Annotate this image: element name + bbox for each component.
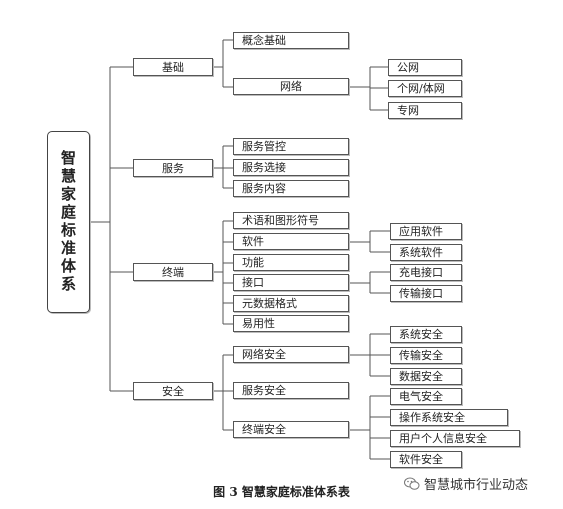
node-usability: 易用性 (233, 315, 349, 332)
node-interface: 接口 (233, 274, 349, 291)
node-personal-info-security: 用户个人信息安全 (390, 430, 520, 447)
node-terms: 术语和图形符号 (233, 212, 349, 229)
branch-basic: 基础 (133, 58, 213, 76)
branch-service: 服务 (133, 159, 213, 177)
node-app-software: 应用软件 (390, 223, 462, 240)
node-service-content: 服务内容 (233, 180, 349, 197)
branch-terminal: 终端 (133, 263, 213, 281)
node-function: 功能 (233, 254, 349, 271)
node-private-net: 专网 (388, 102, 462, 119)
node-system-software: 系统软件 (390, 244, 462, 261)
node-software-security: 软件安全 (390, 451, 462, 468)
node-software: 软件 (233, 233, 349, 250)
node-terminal-security: 终端安全 (233, 421, 349, 438)
node-metadata-format: 元数据格式 (233, 295, 349, 312)
node-electrical-security: 电气安全 (390, 388, 462, 405)
node-transfer-interface: 传输接口 (390, 285, 462, 302)
node-os-security: 操作系统安全 (390, 409, 508, 426)
node-transmission-security: 传输安全 (390, 347, 462, 364)
watermark-text: 智慧城市行业动态 (424, 478, 529, 493)
node-concept: 概念基础 (233, 32, 349, 49)
branch-security: 安全 (133, 382, 213, 400)
node-public-net: 公网 (388, 59, 462, 76)
node-data-security: 数据安全 (390, 368, 462, 385)
node-charging-interface: 充电接口 (390, 264, 462, 281)
node-service-select: 服务选接 (233, 159, 349, 176)
node-service-security: 服务安全 (233, 382, 349, 399)
root-node: 智慧家庭标准体系 (47, 131, 90, 313)
figure-caption: 图 3 智慧家庭标准体系表 (213, 485, 350, 499)
node-service-manage: 服务管控 (233, 138, 349, 155)
wechat-icon (404, 477, 420, 490)
watermark: 智慧城市行业动态 (404, 474, 528, 493)
node-network-security: 网络安全 (233, 346, 349, 363)
root-label: 智慧家庭标准体系 (59, 150, 77, 294)
node-system-security: 系统安全 (390, 326, 462, 343)
node-personal-net: 个网/体网 (388, 80, 462, 97)
node-network: 网络 (233, 78, 349, 95)
